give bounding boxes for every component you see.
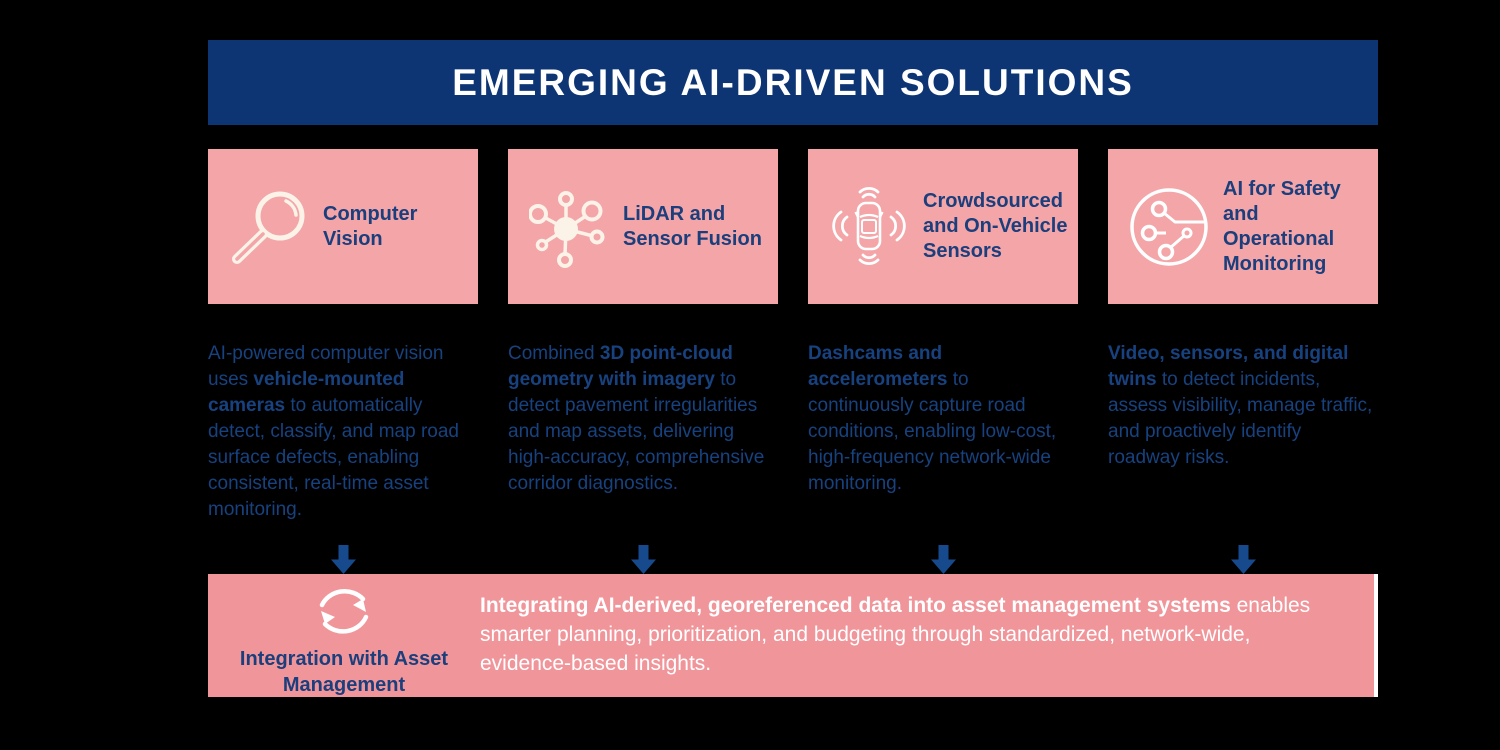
text-bold-segment: Video, sensors, and digital twins (1108, 343, 1349, 390)
text-segment: AI-powered computer vision uses (208, 343, 444, 390)
arrow-cell (208, 545, 478, 574)
text-segment: Combined (508, 343, 600, 364)
solution-card: LiDAR and Sensor Fusion (508, 149, 778, 304)
card-description: AI-powered computer vision uses vehicle-… (208, 341, 478, 523)
magnifier-icon (228, 181, 310, 273)
card-description: Video, sensors, and digital twins to det… (1108, 341, 1378, 523)
text-segment: to continuously capture road conditions,… (808, 369, 1057, 494)
card-description: Combined 3D point-cloud geometry with im… (508, 341, 778, 523)
footer-banner: Integration with Asset Management Integr… (208, 574, 1378, 697)
text-bold-segment: Integrating AI-derived, georeferenced da… (480, 594, 1231, 617)
page-title: EMERGING AI-DRIVEN SOLUTIONS (452, 61, 1134, 103)
text-segment: to detect pavement irregularities and ma… (508, 369, 765, 494)
arrow-cell (508, 545, 778, 574)
sync-icon (309, 579, 379, 645)
solution-card: Computer Vision (208, 149, 478, 304)
solution-card: AI for Safety and Operational Monitoring (1108, 149, 1378, 304)
down-arrow-icon (630, 545, 656, 574)
arrow-cell (1108, 545, 1378, 574)
sensor-network-icon (528, 181, 610, 273)
text-bold-segment: vehicle-mounted cameras (208, 369, 405, 416)
text-bold-segment: 3D point-cloud geometry with imagery (508, 343, 733, 390)
header-banner: EMERGING AI-DRIVEN SOLUTIONS (208, 40, 1378, 125)
text-segment: enables smarter planning, prioritization… (480, 594, 1311, 675)
arrows-row (208, 545, 1378, 574)
down-arrow-icon (930, 545, 956, 574)
solution-card: Crowdsourced and On-Vehicle Sensors (808, 149, 1078, 304)
footer-left: Integration with Asset Management (208, 574, 480, 697)
card-title: Computer Vision (323, 202, 418, 250)
solution-cards-row: Computer Vision LiDAR and Sensor Fusion (208, 149, 1378, 304)
footer-label: Integration with Asset Management (239, 648, 449, 696)
arrow-cell (808, 545, 1078, 574)
down-arrow-icon (1230, 545, 1256, 574)
text-bold-segment: Dashcams and accelerometers (808, 343, 948, 390)
vehicle-sensors-icon (828, 181, 910, 273)
card-title: Crowdsourced and On-Vehicle Sensors (923, 190, 1068, 262)
ai-monitoring-icon (1128, 181, 1210, 273)
card-title: AI for Safety and Operational Monitoring (1223, 177, 1341, 275)
descriptions-row: AI-powered computer vision uses vehicle-… (208, 341, 1378, 523)
text-segment: to detect incidents, assess visibility, … (1108, 369, 1373, 468)
text-segment: to automatically detect, classify, and m… (208, 395, 459, 520)
footer-text: Integrating AI-derived, georeferenced da… (480, 591, 1346, 697)
down-arrow-icon (330, 545, 356, 574)
card-title: LiDAR and Sensor Fusion (623, 202, 762, 250)
card-description: Dashcams and accelerometers to continuou… (808, 341, 1078, 523)
